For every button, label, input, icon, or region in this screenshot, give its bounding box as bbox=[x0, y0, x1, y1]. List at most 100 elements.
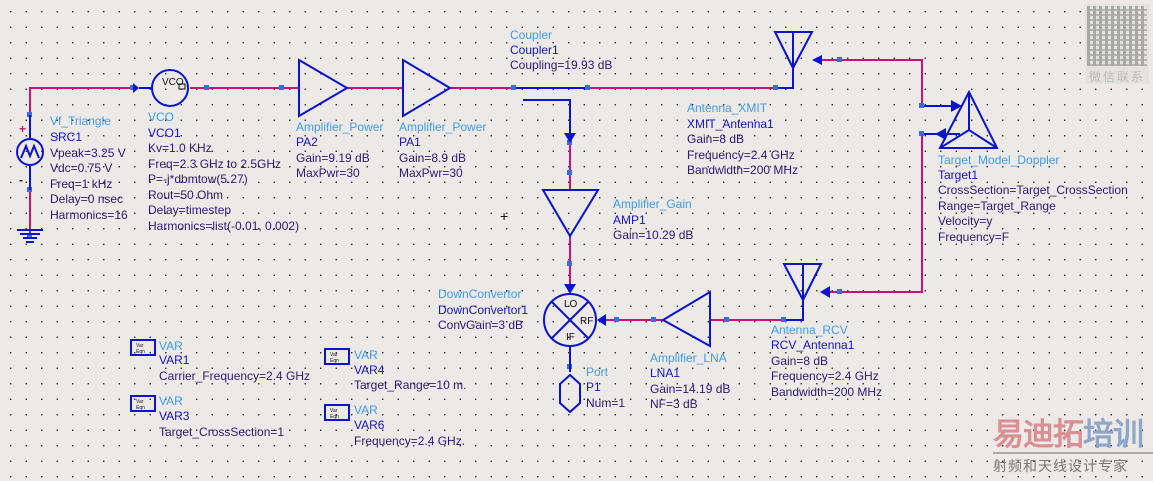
svg-text:Coupler1: Coupler1 bbox=[510, 43, 559, 57]
svg-text:Frequency=2.4 GHz: Frequency=2.4 GHz bbox=[771, 369, 879, 383]
svg-text:VAR4: VAR4 bbox=[354, 363, 385, 377]
svg-text:MaxPwr=30: MaxPwr=30 bbox=[399, 166, 463, 180]
var6-block[interactable]: Var Eqn VAR VAR6 Frequency=2.4 GHz. bbox=[324, 403, 465, 448]
svg-text:ConvGain=3 dB: ConvGain=3 dB bbox=[438, 318, 523, 332]
svg-text:Velocity=y: Velocity=y bbox=[938, 214, 992, 228]
xmit-antenna-symbol[interactable] bbox=[773, 31, 814, 71]
svg-text:Gain=8 dB: Gain=8 dB bbox=[771, 354, 828, 368]
target-labels: Target_Model_Doppler Target1 CrossSectio… bbox=[938, 153, 1128, 244]
svg-text:MaxPwr=30: MaxPwr=30 bbox=[296, 166, 360, 180]
svg-text:Antenna_RCV: Antenna_RCV bbox=[771, 323, 848, 337]
xmit-labels: Antenna_XMIT XMIT_Antenna1 Gain=8 dB Fre… bbox=[687, 101, 798, 177]
var4-block[interactable]: Var Eqn VAR VAR4 Target_Range=10 m. bbox=[324, 348, 466, 392]
svg-text:IF: IF bbox=[566, 332, 575, 343]
var3-block[interactable]: Var Eqn VAR VAR3 Target_CrossSection=1 bbox=[130, 394, 284, 439]
pa1-amplifier-symbol[interactable] bbox=[402, 58, 452, 118]
svg-text:Target1: Target1 bbox=[938, 168, 978, 182]
svg-text:VAR6: VAR6 bbox=[354, 418, 385, 432]
rcv-antenna-symbol[interactable] bbox=[782, 263, 823, 303]
qr-caption: 微信联系 bbox=[1088, 70, 1145, 84]
brand-name-b: 培训 bbox=[1083, 417, 1144, 452]
svg-text:Num=1: Num=1 bbox=[586, 396, 625, 410]
svg-text:Eqn: Eqn bbox=[330, 414, 339, 420]
svg-text:Var: Var bbox=[136, 399, 144, 405]
svg-text:VAR3: VAR3 bbox=[159, 409, 190, 423]
svg-text:Amplifier_Gain: Amplifier_Gain bbox=[613, 197, 692, 211]
pa1-labels: Amplifier_Power PA1 Gain=8.9 dB MaxPwr=3… bbox=[399, 120, 486, 180]
var1-block[interactable]: Var Eqn VAR VAR1 Carrier_Frequency=2.4 G… bbox=[130, 339, 310, 383]
pa2-labels: Amplifier_Power PA2 Gain=9.19 dB MaxPwr=… bbox=[296, 120, 383, 180]
xmit-antenna-input-arrow bbox=[812, 55, 822, 65]
svg-text:Harmonics=16: Harmonics=16 bbox=[50, 208, 128, 222]
vco-symbol[interactable]: VCO bbox=[133, 69, 189, 107]
svg-text:Freq=1 kHz: Freq=1 kHz bbox=[50, 177, 112, 191]
rcv-antenna-input-arrow bbox=[820, 286, 830, 298]
source-labels: Vf_Triangle SRC1 Vpeak=3.25 V Vdc=0.75 V… bbox=[50, 114, 128, 222]
vco-labels: VCO VCO1 Kv=1.0 KHz Freq=2.3 GHz to 2.5G… bbox=[148, 110, 299, 233]
svg-text:Coupling=19.93 dB: Coupling=19.93 dB bbox=[510, 58, 612, 72]
svg-text:Eqn: Eqn bbox=[136, 405, 145, 411]
lna-amplifier-symbol[interactable] bbox=[660, 290, 711, 348]
svg-text:Freq=2.3 GHz to 2.5GHz: Freq=2.3 GHz to 2.5GHz bbox=[148, 157, 281, 171]
svg-text:VAR: VAR bbox=[354, 403, 378, 417]
svg-text:RF: RF bbox=[580, 316, 593, 327]
svg-text:Eqn: Eqn bbox=[136, 349, 145, 355]
svg-text:Vf_Triangle: Vf_Triangle bbox=[50, 114, 111, 128]
target-doppler-symbol[interactable] bbox=[935, 89, 999, 149]
mixer-labels: DownConvertor DownConvertor1 ConvGain=3 … bbox=[438, 287, 528, 332]
svg-text:P=-j*dbmtow(5.27): P=-j*dbmtow(5.27) bbox=[148, 172, 248, 186]
svg-text:Bandwidth=200 MHz: Bandwidth=200 MHz bbox=[771, 385, 882, 399]
coupler-labels: Coupler Coupler1 Coupling=19.93 dB bbox=[510, 28, 612, 72]
brand-watermark: 易迪拓培训 射频和天线设计专家 bbox=[993, 418, 1153, 476]
svg-text:Gain=9.19 dB: Gain=9.19 dB bbox=[296, 151, 370, 165]
svg-text:Var: Var bbox=[136, 343, 144, 349]
svg-text:Gain=10.29 dB: Gain=10.29 dB bbox=[613, 228, 693, 242]
rcv-labels: Antenna_RCV RCV_Antenna1 Gain=8 dB Frequ… bbox=[771, 323, 882, 399]
svg-text:AMP1: AMP1 bbox=[613, 213, 646, 227]
svg-text:DownConvertor1: DownConvertor1 bbox=[438, 303, 528, 317]
svg-text:Var: Var bbox=[330, 352, 338, 358]
coupler-output-arrow[interactable] bbox=[564, 133, 576, 143]
downconvertor-mixer-symbol[interactable]: LO RF IF bbox=[543, 284, 606, 372]
svg-text:XMIT_Antenna1: XMIT_Antenna1 bbox=[687, 117, 774, 131]
svg-text:Frequency=2.4 GHz.: Frequency=2.4 GHz. bbox=[354, 434, 465, 448]
minus-terminal: - bbox=[19, 173, 23, 187]
svg-text:PA1: PA1 bbox=[399, 135, 421, 149]
svg-text:VAR: VAR bbox=[159, 339, 183, 353]
port-labels: Port P1 Num=1 bbox=[586, 365, 625, 410]
svg-text:RCV_Antenna1: RCV_Antenna1 bbox=[771, 338, 855, 352]
cursor-crosshair: + bbox=[500, 208, 508, 224]
svg-text:Carrier_Frequency=2.4 GHz: Carrier_Frequency=2.4 GHz bbox=[159, 369, 310, 383]
svg-text:Harmonics=list(-0.01, 0.002): Harmonics=list(-0.01, 0.002) bbox=[148, 219, 299, 233]
svg-text:VCO1: VCO1 bbox=[148, 126, 181, 140]
pa2-amplifier-symbol[interactable] bbox=[298, 58, 349, 118]
lna-labels: Amplifier_LNA LNA1 Gain=14.19 dB NF=3 dB bbox=[650, 351, 730, 411]
svg-text:Vdc=0.75 V: Vdc=0.75 V bbox=[50, 161, 112, 175]
svg-text:Gain=14.19 dB: Gain=14.19 dB bbox=[650, 382, 730, 396]
amp1-amplifier-symbol[interactable] bbox=[541, 189, 600, 238]
svg-text:Frequency=2.4 GHz: Frequency=2.4 GHz bbox=[687, 148, 795, 162]
amp-labels: Amplifier_Gain AMP1 Gain=10.29 dB bbox=[613, 197, 693, 242]
svg-text:Delay=timestep: Delay=timestep bbox=[148, 203, 231, 217]
svg-text:Target_Range=10 m.: Target_Range=10 m. bbox=[354, 378, 466, 392]
svg-text:Port: Port bbox=[586, 365, 609, 379]
svg-text:VAR: VAR bbox=[354, 348, 378, 362]
svg-text:PA2: PA2 bbox=[296, 135, 318, 149]
svg-text:Delay=0 nsec: Delay=0 nsec bbox=[50, 192, 123, 206]
svg-text:Gain=8 dB: Gain=8 dB bbox=[687, 132, 744, 146]
port-symbol[interactable] bbox=[559, 373, 581, 414]
svg-text:Target_Model_Doppler: Target_Model_Doppler bbox=[938, 153, 1059, 167]
svg-text:Vpeak=3.25 V: Vpeak=3.25 V bbox=[50, 146, 126, 160]
svg-text:Coupler: Coupler bbox=[510, 28, 552, 42]
svg-text:Bandwidth=200 MHz: Bandwidth=200 MHz bbox=[687, 163, 798, 177]
svg-text:Frequency=F: Frequency=F bbox=[938, 230, 1009, 244]
svg-text:Amplifier_LNA: Amplifier_LNA bbox=[650, 351, 727, 365]
svg-text:SRC1: SRC1 bbox=[50, 130, 82, 144]
svg-text:Range=Target_Range: Range=Target_Range bbox=[938, 199, 1056, 213]
svg-text:Target_CrossSection=1: Target_CrossSection=1 bbox=[159, 425, 284, 439]
svg-text:Eqn: Eqn bbox=[330, 358, 339, 364]
svg-text:Rout=50 Ohm: Rout=50 Ohm bbox=[148, 188, 223, 202]
plus-terminal: + bbox=[19, 122, 26, 136]
triangle-source-symbol[interactable]: + - bbox=[16, 115, 44, 243]
